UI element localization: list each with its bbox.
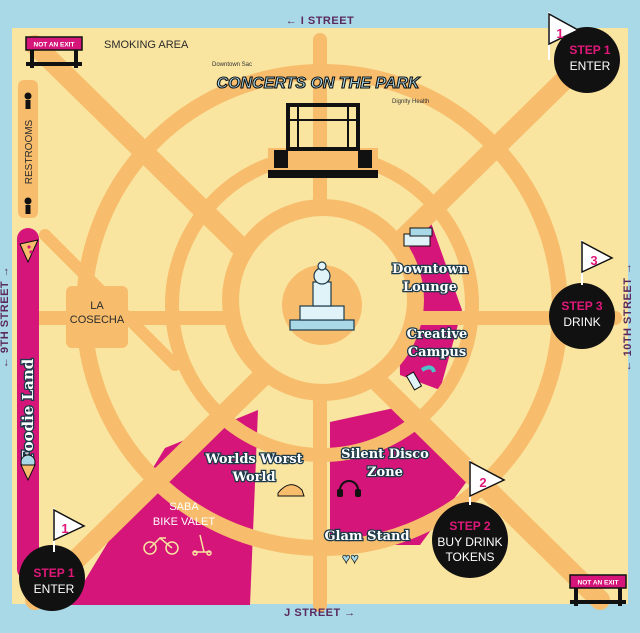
not-an-exit-label: NOT AN EXIT xyxy=(34,42,75,49)
stage xyxy=(268,103,378,178)
flag-icon xyxy=(581,240,614,274)
downtown-lounge-label-1: Downtown xyxy=(392,262,468,277)
presenter-label: Downtown Sac xyxy=(212,62,252,68)
sneaker-icon xyxy=(277,484,305,497)
street-south: J STREET → xyxy=(284,607,356,619)
svg-text:♥♥: ♥♥ xyxy=(342,550,359,566)
street-east: ← 10TH STREET → xyxy=(622,263,634,372)
foodie-land-label: Foodie Land xyxy=(19,358,37,461)
step3-action: DRINK xyxy=(563,315,600,329)
downtown-lounge-label-2: Lounge xyxy=(403,280,457,295)
step1-label: STEP 1 xyxy=(33,566,74,580)
speaker-icon xyxy=(358,150,372,168)
flag-icon xyxy=(548,12,580,46)
silent-disco-label-2: Zone xyxy=(367,465,403,480)
bicycle-icon xyxy=(143,536,179,555)
step1-number: 1 xyxy=(556,26,563,41)
step3-label: STEP 3 xyxy=(561,299,602,313)
creative-campus-label-1: Creative xyxy=(407,327,468,342)
step1-action: ENTER xyxy=(570,59,611,73)
flag-icon xyxy=(53,508,86,542)
lounge-sofa-icon xyxy=(403,227,433,247)
fountain-icon xyxy=(289,261,355,331)
la-cosecha-box xyxy=(66,286,128,348)
step1-number: 1 xyxy=(61,521,68,536)
scooter-icon xyxy=(192,534,212,556)
saba-label-1: SABA xyxy=(169,501,199,513)
step1-marker-sw: 1 STEP 1 ENTER xyxy=(19,508,86,611)
glam-stand-label: Glam Stand xyxy=(324,529,409,544)
smoking-area-label: SMOKING AREA xyxy=(104,39,189,51)
step1-marker-ne: 1 STEP 1 ENTER xyxy=(548,12,620,93)
foodie-land-bar: Foodie Land xyxy=(17,228,39,580)
step2-line2: TOKENS xyxy=(445,550,494,564)
not-an-exit-barrier-nw: NOT AN EXIT xyxy=(25,36,83,68)
sponsor-label: Dignity Health xyxy=(392,99,429,105)
silent-disco-label-1: Silent Disco xyxy=(341,447,429,462)
step2-line1: BUY DRINK xyxy=(437,535,502,549)
spray-paint-icon xyxy=(405,365,436,391)
step3-number: 3 xyxy=(590,253,597,268)
step2-label: STEP 2 xyxy=(449,519,490,533)
step2-number: 2 xyxy=(479,475,486,490)
headphones-icon xyxy=(337,480,361,497)
restroom-person-icon xyxy=(24,92,32,100)
flag-icon xyxy=(469,460,506,498)
saba-label-2: BIKE VALET xyxy=(153,516,215,528)
pizza-icon xyxy=(19,239,39,264)
street-north: ← I STREET xyxy=(286,15,355,27)
la-cosecha-label-1: LA xyxy=(90,300,104,312)
worlds-worst-label-2: World xyxy=(231,470,275,485)
step1-action: ENTER xyxy=(34,582,75,596)
not-an-exit-barrier-se: NOT AN EXIT xyxy=(569,574,627,606)
step3-marker: 3 STEP 3 DRINK xyxy=(549,240,615,349)
speaker-icon xyxy=(274,150,288,168)
restrooms-label: RESTROOMS xyxy=(24,119,35,184)
not-an-exit-label: NOT AN EXIT xyxy=(578,580,619,587)
event-title: CONCERTS ON THE PARK xyxy=(217,75,421,92)
zone-worlds-worst-saba[interactable] xyxy=(70,410,258,605)
creative-campus-label-2: Campus xyxy=(408,345,466,360)
step1-label: STEP 1 xyxy=(569,43,610,57)
street-west: ← 9TH STREET → xyxy=(0,266,11,368)
la-cosecha-label-2: COSECHA xyxy=(70,314,125,326)
restrooms-bar: RESTROOMS xyxy=(18,80,38,218)
step2-marker: 2 STEP 2 BUY DRINK TOKENS xyxy=(432,460,508,578)
worlds-worst-label-1: Worlds Worst xyxy=(204,452,302,467)
ice-cream-icon xyxy=(20,454,36,482)
hearts-icon: ♥♥ xyxy=(342,550,359,567)
restroom-person-icon xyxy=(24,197,32,205)
